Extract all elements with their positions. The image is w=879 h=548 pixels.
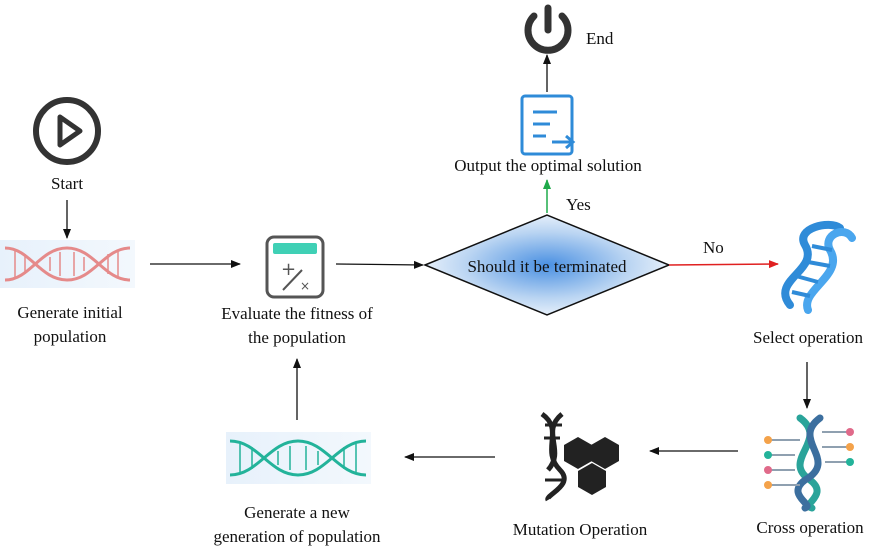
dna-helix-icon	[781, 220, 856, 314]
play-icon	[33, 97, 101, 165]
yes-label: Yes	[566, 195, 591, 214]
evaluate-label-line2: the population	[248, 328, 346, 347]
end-label: End	[586, 29, 614, 48]
svg-text:+: +	[281, 259, 296, 280]
power-icon	[524, 4, 572, 54]
select-label: Select operation	[753, 328, 863, 347]
generate-new-label-line1: Generate a new	[244, 503, 350, 522]
generate-initial-label-line2: population	[33, 327, 107, 346]
dna-cross-icon	[764, 414, 854, 512]
no-label: No	[703, 238, 724, 257]
generate-new-label-line2: generation of population	[213, 527, 381, 546]
output-label: Output the optimal solution	[454, 156, 642, 175]
start-label: Start	[50, 174, 84, 193]
dna-hexagon-icon	[540, 411, 619, 503]
dna-strand-icon	[0, 240, 135, 288]
arrow-no	[668, 260, 779, 269]
mutation-label: Mutation Operation	[512, 520, 648, 539]
arrow-evaluate-to-decision	[335, 260, 424, 269]
generate-initial-label-line1: Generate initial	[17, 303, 123, 322]
svg-text:×: ×	[300, 279, 310, 293]
dna-strand-icon	[226, 432, 371, 484]
calculator-icon: + ×	[265, 235, 325, 299]
decision-label: Should it be terminated	[467, 257, 627, 276]
evaluate-label-line1: Evaluate the fitness of	[221, 304, 373, 323]
cross-label: Cross operation	[756, 518, 864, 537]
document-export-icon	[520, 94, 576, 156]
